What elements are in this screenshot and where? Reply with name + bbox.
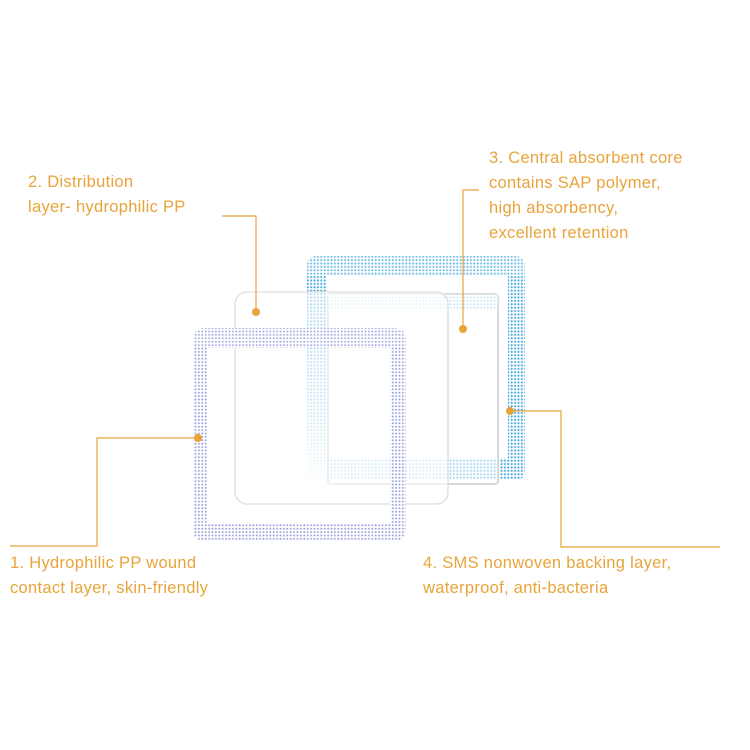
- leader-line-4: [510, 410, 720, 548]
- leader-dots: [194, 308, 514, 442]
- label-line: contains SAP polymer,: [489, 174, 662, 192]
- distribution-layer: [234, 291, 449, 505]
- leader-dot-2: [252, 308, 260, 316]
- label-line: high absorbency,: [489, 199, 619, 217]
- label-line: contact layer, skin-friendly: [10, 579, 209, 597]
- leader-line-2: [222, 215, 257, 312]
- label-line: 2. Distribution: [28, 173, 134, 191]
- label-line: excellent retention: [489, 224, 629, 242]
- label-wound-contact-layer: 1. Hydrophilic PP wound contact layer, s…: [10, 551, 208, 601]
- label-absorbent-core: 3. Central absorbent core contains SAP p…: [489, 146, 683, 246]
- leader-dot-1: [194, 434, 202, 442]
- label-line: layer- hydrophilic PP: [28, 198, 186, 216]
- label-line: 3. Central absorbent core: [489, 149, 683, 167]
- label-backing-layer: 4. SMS nonwoven backing layer, waterproo…: [423, 551, 671, 601]
- label-line: waterproof, anti-bacteria: [423, 579, 609, 597]
- label-line: 4. SMS nonwoven backing layer,: [423, 554, 672, 572]
- leader-dot-4: [506, 407, 514, 415]
- leader-dot-3: [459, 325, 467, 333]
- wound-contact-layer: [193, 328, 406, 541]
- label-distribution-layer: 2. Distribution layer- hydrophilic PP: [28, 170, 186, 220]
- leader-line-3: [462, 189, 479, 329]
- leader-lines: [10, 189, 720, 548]
- leader-line-1: [10, 437, 197, 547]
- label-line: 1. Hydrophilic PP wound: [10, 554, 197, 572]
